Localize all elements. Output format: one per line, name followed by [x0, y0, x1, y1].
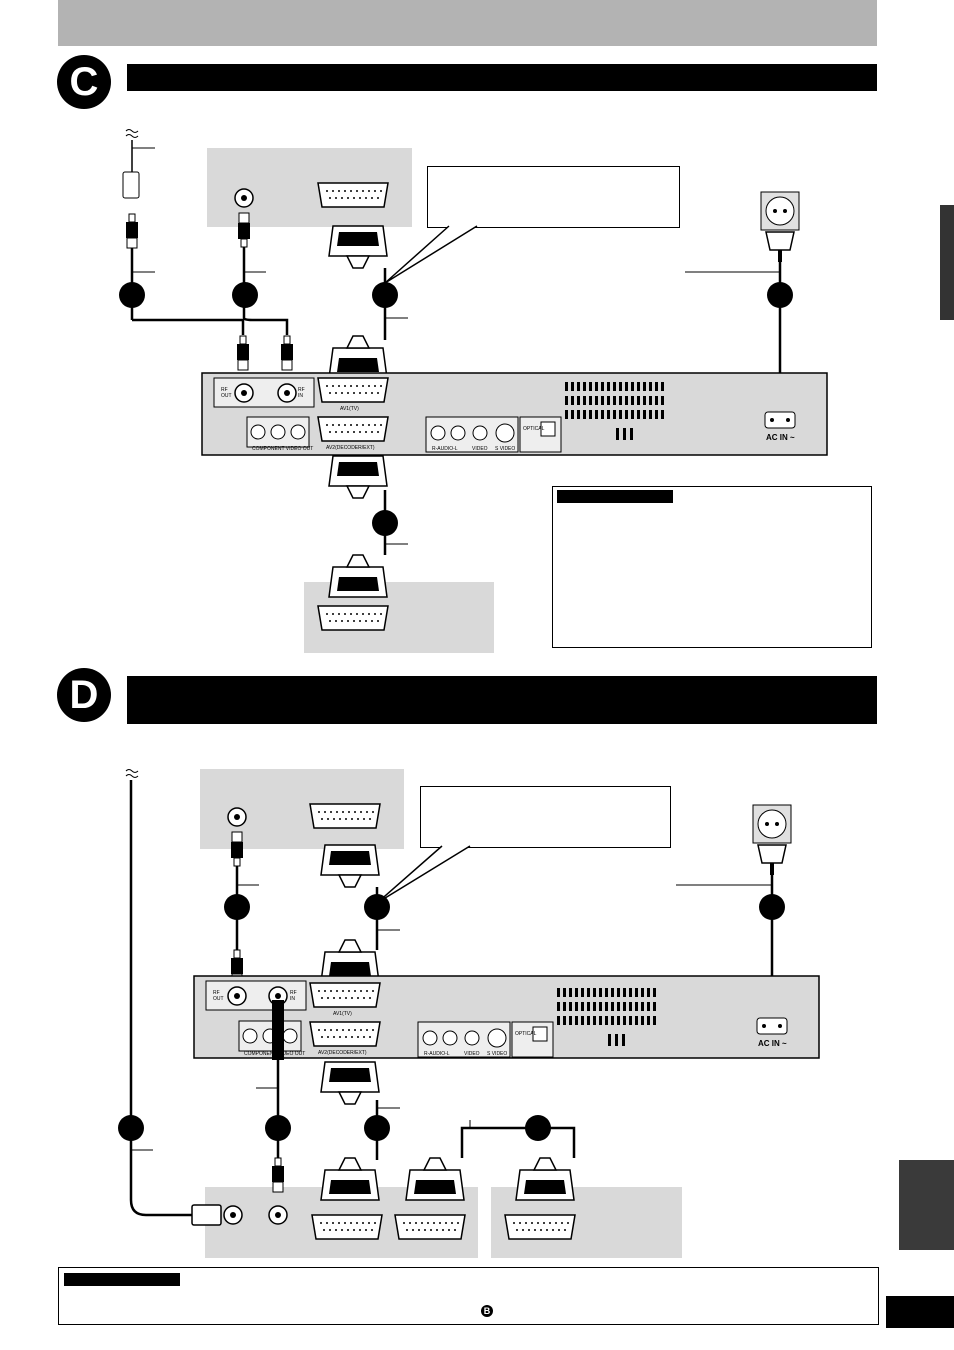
svg-text:RF: RF [298, 387, 305, 393]
svg-text:AC IN ~: AC IN ~ [758, 1039, 787, 1048]
svg-text:AC IN ~: AC IN ~ [766, 433, 795, 442]
svg-text:S VIDEO: S VIDEO [487, 1051, 507, 1057]
section-d-badge: D [57, 668, 111, 722]
svg-text:OUT: OUT [213, 996, 224, 1002]
svg-text:IN: IN [298, 393, 303, 399]
svg-text:IN: IN [290, 996, 295, 1002]
svg-text:RF: RF [221, 387, 228, 393]
svg-text:RF: RF [290, 990, 297, 996]
note-label-bottom [64, 1273, 180, 1286]
svg-text:AV1(TV): AV1(TV) [333, 1011, 352, 1017]
svg-text:VIDEO: VIDEO [464, 1051, 480, 1057]
note-box-bottom [58, 1267, 879, 1325]
av2-label-c: AV2(DECODER/EXT) [326, 445, 375, 451]
svg-text:R-AUDIO-L: R-AUDIO-L [432, 446, 458, 452]
svg-text:AV2(DECODER/EXT): AV2(DECODER/EXT) [318, 1050, 367, 1056]
svg-text:RF: RF [213, 990, 220, 996]
callout-c [427, 166, 680, 228]
note-b-marker [481, 1305, 493, 1317]
side-tab-top [940, 205, 954, 320]
note-box-c [552, 486, 872, 648]
svg-text:OUT: OUT [221, 393, 232, 399]
svg-text:S VIDEO: S VIDEO [495, 446, 515, 452]
svg-text:R-AUDIO-L: R-AUDIO-L [424, 1051, 450, 1057]
note-label-c [557, 490, 673, 503]
note-b-marker-label: B [483, 1306, 491, 1316]
section-d-title-bar [127, 676, 877, 724]
av1-label-c: AV1(TV) [340, 406, 359, 412]
page-number-tab [886, 1296, 954, 1328]
svg-text:OPTICAL: OPTICAL [523, 426, 545, 432]
svg-text:OPTICAL: OPTICAL [515, 1031, 537, 1037]
section-c-title-bar [127, 64, 877, 91]
svg-text:COMPONENT VIDEO OUT: COMPONENT VIDEO OUT [252, 446, 313, 452]
page-header-bar [58, 0, 877, 46]
aerial-c [122, 129, 155, 273]
section-c-badge: C [57, 55, 111, 109]
callout-d [420, 786, 671, 848]
svg-text:VIDEO: VIDEO [472, 446, 488, 452]
side-tab-bottom [899, 1160, 954, 1250]
